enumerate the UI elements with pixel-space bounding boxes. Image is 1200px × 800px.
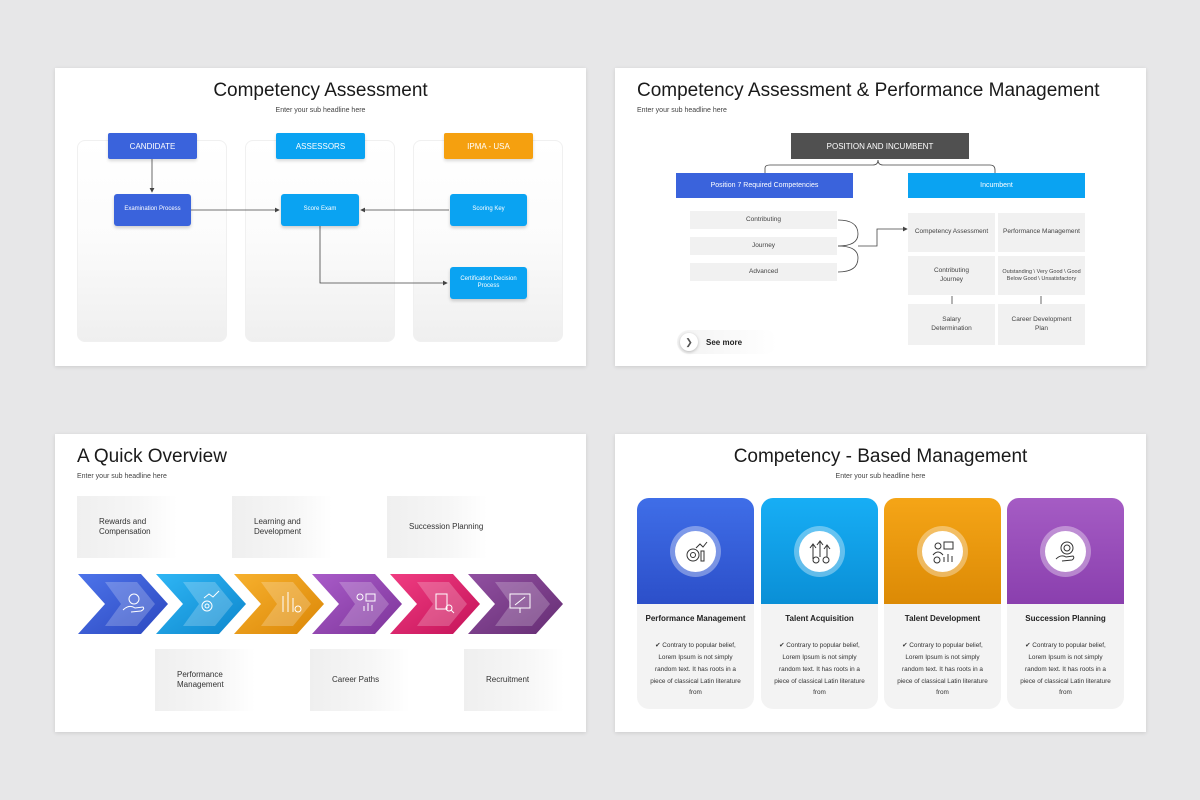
node-score-exam: Score Exam: [281, 194, 359, 226]
tree-connectors: [764, 159, 1042, 304]
cell-performance-management: Performance Management: [998, 213, 1085, 252]
icon-ring: [917, 526, 968, 577]
gear-growth-icon: [675, 531, 716, 572]
chevron-right-icon: ❯: [680, 333, 698, 351]
team-chart-icon: [922, 531, 963, 572]
header-candidate: CANDIDATE: [108, 133, 197, 159]
slide-competency-assessment[interactable]: Competency Assessment Enter your sub hea…: [55, 68, 586, 366]
item-contributing: Contributing: [690, 211, 837, 229]
arrow-5: [390, 574, 480, 634]
slide-title: Competency - Based Management: [733, 446, 1028, 467]
node-certification-decision: Certification Decision Process: [450, 267, 527, 299]
arrow-3: [234, 574, 324, 634]
root-position-incumbent: POSITION AND INCUMBENT: [791, 133, 969, 159]
icon-ring: [794, 526, 845, 577]
header-assessors: ASSESSORS: [276, 133, 365, 159]
slide-subtitle: Enter your sub headline here: [77, 473, 167, 480]
arrows-gears-icon: [282, 592, 302, 613]
column-talent-development: Talent Development ✔ Contrary to popular…: [884, 498, 1001, 709]
column-performance-management: Performance Management ✔ Contrary to pop…: [637, 498, 754, 709]
slide-title: Competency Assessment & Performance Mana…: [637, 80, 1100, 101]
cell-career-development-plan: Career Development Plan: [998, 304, 1085, 345]
column-talent-acquisition: Talent Acquisition ✔ Contrary to popular…: [761, 498, 878, 709]
column-description: ✔ Contrary to popular belief, Lorem Ipsu…: [1020, 642, 1111, 697]
card-career-paths: Career Paths: [310, 649, 410, 711]
icon-ring: [1040, 526, 1091, 577]
card-learning-development: Learning and Development: [232, 496, 332, 558]
header-incumbent: Incumbent: [908, 173, 1085, 198]
card-rewards-compensation: Rewards and Compensation: [77, 496, 177, 558]
node-scoring-key: Scoring Key: [450, 194, 527, 226]
cell-rating-scale: Outstanding \ Very Good \ Good Below Goo…: [998, 256, 1085, 295]
slide-title: Competency Assessment: [213, 80, 428, 101]
item-journey: Journey: [690, 237, 837, 255]
column-title: Talent Development: [904, 614, 981, 623]
slide-subtitle: Enter your sub headline here: [835, 473, 926, 480]
item-advanced: Advanced: [690, 263, 837, 281]
cell-contributing-journey: Contributing Journey: [908, 256, 995, 295]
header-required-competencies: Position 7 Required Competencies: [676, 173, 853, 198]
column-succession-planning: Succession Planning ✔ Contrary to popula…: [1007, 498, 1124, 709]
gear-growth-icon: [201, 590, 220, 612]
cell-salary-determination: Salary Determination: [908, 304, 995, 345]
header-ipma: IPMA - USA: [444, 133, 533, 159]
node-examination-process: Examination Process: [114, 194, 191, 226]
card-succession-planning: Succession Planning: [387, 496, 487, 558]
column-description: ✔ Contrary to popular belief, Lorem Ipsu…: [897, 642, 988, 697]
slide-subtitle: Enter your sub headline here: [637, 107, 727, 114]
slide-performance-management[interactable]: Competency Assessment & Performance Mana…: [615, 68, 1146, 366]
flow-connectors: [149, 159, 449, 286]
slide-quick-overview[interactable]: A Quick Overview Enter your sub headline…: [55, 434, 586, 732]
award-hand-icon: [1045, 531, 1086, 572]
see-more-button[interactable]: ❯ See more: [677, 330, 777, 354]
column-description: ✔ Contrary to popular belief, Lorem Ipsu…: [650, 642, 741, 697]
card-recruitment: Recruitment: [464, 649, 564, 711]
slide-competency-based-management[interactable]: Competency - Based Management Enter your…: [615, 434, 1146, 732]
arrows-gears-icon: [799, 531, 840, 572]
team-chart-icon: [356, 593, 376, 611]
card-performance-management: Performance Management: [155, 649, 255, 711]
icon-ring: [670, 526, 721, 577]
cell-competency-assessment: Competency Assessment: [908, 213, 995, 252]
arrow-2: [156, 574, 246, 634]
slide-subtitle: Enter your sub headline here: [275, 107, 366, 114]
document-search-icon: [435, 593, 455, 614]
column-description: ✔ Contrary to popular belief, Lorem Ipsu…: [774, 642, 865, 697]
see-more-label: See more: [706, 337, 743, 347]
award-hand-icon: [122, 593, 145, 613]
presentation-rocket-icon: [509, 593, 531, 613]
column-title: Performance Management: [645, 614, 746, 623]
arrow-1: [78, 574, 168, 634]
chevron-process-arrows: [78, 574, 563, 634]
column-title: Succession Planning: [1025, 614, 1106, 623]
column-title: Talent Acquisition: [785, 614, 854, 623]
arrow-4: [312, 574, 402, 634]
slide-title: A Quick Overview: [77, 446, 227, 467]
